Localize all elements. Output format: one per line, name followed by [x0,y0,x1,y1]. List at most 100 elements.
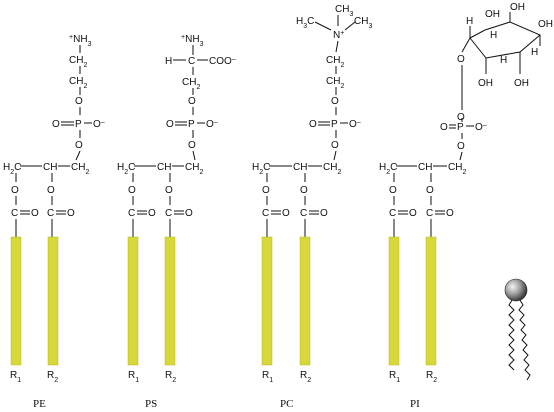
pe-glycerol-left: H2C [3,162,21,176]
pe-chain-r1 [10,236,22,366]
pi-r2-label: R2 [426,370,437,384]
pi-oh-3: OH [538,19,553,30]
pc-ester2-o: O [300,185,308,196]
pc-phosphate-o-bottom: O [331,140,339,151]
ps-glycerol-left: H2C [117,162,135,176]
pi-oh-5: OH [514,78,529,89]
pc-ester1-o: O [262,185,270,196]
pe-r2-label: R2 [47,370,58,384]
ps-r1-label: R1 [128,370,139,384]
ps-ester1-o2: O [148,208,156,219]
pi-oh-1: OH [485,9,500,20]
pi-ester2-o2: O [446,208,454,219]
pc-glycerol-right: CH2 [323,162,341,176]
pc-r2-label: R2 [300,370,311,384]
pc-chain-r2 [299,236,311,366]
pc-ester1-o2: O [282,208,290,219]
pe-caption: PE [33,398,46,410]
pi-chain-r2 [425,236,437,366]
pe-head-top: +NH3 [69,34,92,48]
pi-h-1: H [466,16,473,27]
lipid-pi: OH OH OH OH OH H H H H O O O P O– O H2C … [379,2,553,410]
pi-phosphate-o-bottom: O [457,141,465,152]
pc-head-ch3-top: CH3 [335,4,353,18]
pe-ester2-c: C [47,208,54,219]
pe-phosphate-o-minus: O– [93,119,105,131]
pc-phosphate-o-top: O [331,96,339,107]
ps-head-top: +NH3 [181,34,204,48]
pc-head-c1: CH2 [326,55,344,69]
pc-phosphate-o-minus: O– [349,119,361,131]
pe-head-c1: CH2 [69,55,87,69]
pi-ester1-o2: O [409,208,417,219]
pe-ester1-c: C [11,208,18,219]
pi-ester1-o: O [389,185,397,196]
pe-phosphate-o-bottom: O [75,140,83,151]
pc-head-ch3-left: H3C [296,16,314,30]
pe-glycerol-right: CH2 [71,162,89,176]
pe-phosphate-double-o: O [52,119,60,130]
ps-chain-r1 [127,236,139,366]
ps-glycerol-right: CH2 [185,162,203,176]
ps-phosphate-double-o: O [166,119,174,130]
pc-r1-label: R1 [262,370,273,384]
pi-phosphate-o-top: O [457,112,465,123]
pc-glycerol-left: H2C [252,162,270,176]
ps-ester1-c: C [128,208,135,219]
ps-head-h: H [165,56,172,67]
ps-phosphate-o-top: O [188,96,196,107]
pc-ester1-c: C [262,208,269,219]
pi-h-4: H [500,55,507,66]
lipid-ps: +NH3 H C COO– CH2 O O P O– O H2C CH CH2 … [117,34,236,411]
pc-head-ch3-right: CH3 [354,16,372,30]
pi-oh-4: OH [478,78,493,89]
pe-ester1-o2: O [31,208,39,219]
pe-ester1-o: O [11,185,19,196]
ps-ester2-c: C [165,208,172,219]
pi-phosphate-o-minus: O– [475,122,487,134]
pc-head-n: N+ [333,30,344,42]
pe-glycerol-mid: CH [43,162,57,173]
ps-head-coo: COO– [209,56,236,68]
ps-phosphate-o-minus: O– [206,119,218,131]
pi-glycerol-left: H2C [379,162,397,176]
pi-oh-2: OH [510,2,525,13]
pe-ester2-o2: O [67,208,75,219]
pc-ester2-c: C [300,208,307,219]
pe-chain-r2 [47,236,59,366]
pe-r1-label: R1 [10,370,21,384]
ps-caption: PS [145,398,157,410]
pe-ester2-o: O [47,185,55,196]
lipid-head-sphere [504,278,528,302]
pi-r1-label: R1 [389,370,400,384]
pc-head-c2: CH2 [326,76,344,90]
pi-phosphate-p: P [457,122,464,133]
pi-ester2-o: O [426,185,434,196]
lipid-pe: +NH3 CH2 CH2 O O P O– O H2C CH CH2 O C O… [3,34,105,411]
pc-ester2-o2: O [320,208,328,219]
pc-chain-r1 [261,236,273,366]
ps-glycerol-mid: CH [157,162,171,173]
pi-glycerol-mid: CH [418,162,432,173]
pi-inositol-ring [461,12,541,74]
ps-ester2-o2: O [185,208,193,219]
pc-phosphate-double-o: O [309,119,317,130]
ps-phosphate-p: P [188,119,195,130]
pi-phosphate-double-o: O [440,122,448,133]
ps-chain-r2 [164,236,176,366]
ps-ester1-o: O [128,185,136,196]
lipid-schematic-icon [504,278,531,381]
pe-head-c2: CH2 [69,76,87,90]
pi-caption: PI [410,398,420,410]
pe-phosphate-o-top: O [75,96,83,107]
pc-phosphate-p: P [331,119,338,130]
pi-glycerol-right: CH2 [448,162,466,176]
lipid-pc: CH3 H3C CH3 N+ CH2 CH2 O O P O– O H2C CH… [252,4,372,410]
pi-ester2-c: C [426,208,433,219]
ps-head-c2: CH2 [182,77,200,91]
pc-glycerol-mid: CH [293,162,307,173]
ps-phosphate-o-bottom: O [188,140,196,151]
pi-ester1-c: C [389,208,396,219]
